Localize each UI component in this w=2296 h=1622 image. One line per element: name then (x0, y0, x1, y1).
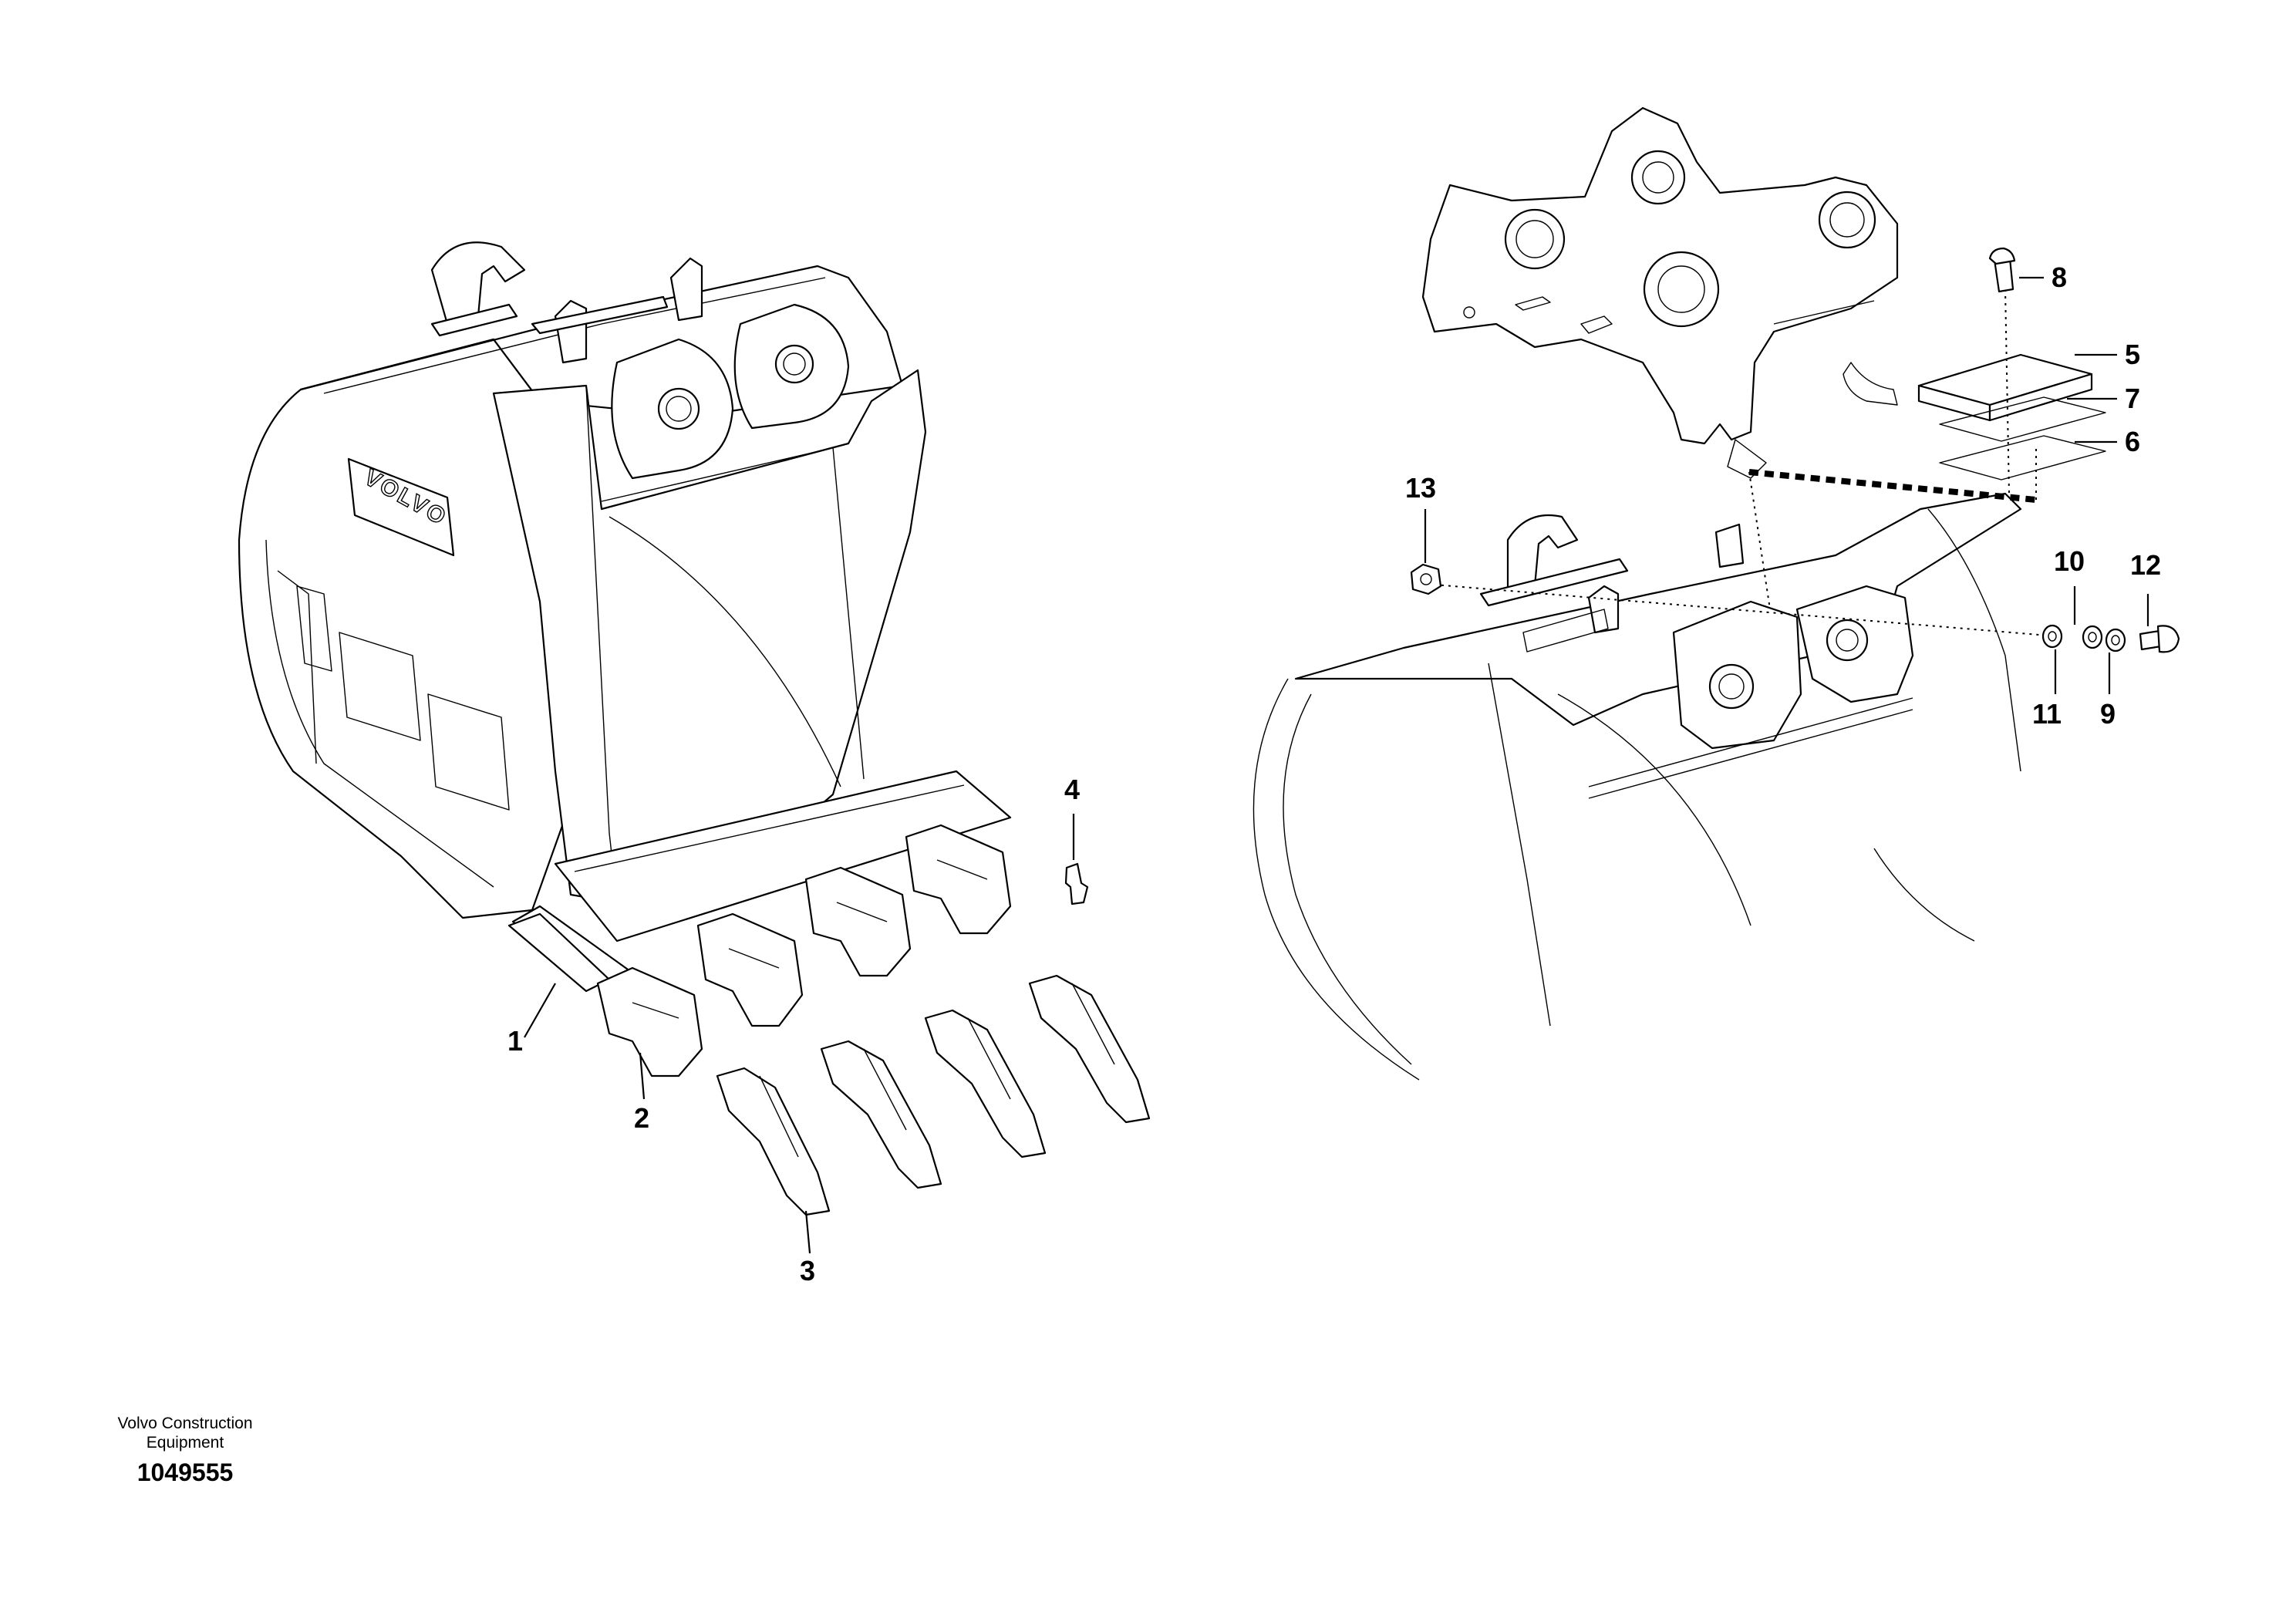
loose-teeth (716, 974, 1151, 1216)
callout-1: 1 (507, 1025, 523, 1057)
callout-11: 11 (2032, 698, 2062, 730)
quick-coupler (1421, 106, 1899, 479)
shim-stack (1917, 288, 2106, 494)
leader-lines-right (1424, 276, 2149, 694)
drawing-caption: Volvo Construction Equipment 1049555 (117, 1415, 252, 1486)
caption-line-1: Volvo Construction (117, 1415, 252, 1432)
callout-10: 10 (2054, 545, 2085, 577)
callout-13: 13 (1405, 472, 1436, 504)
adapters-on-bucket (596, 824, 1012, 1077)
callout-8: 8 (2052, 261, 2067, 293)
washers-and-bolt (2041, 624, 2180, 653)
top-bolt (1988, 247, 2016, 293)
callout-9: 9 (2100, 698, 2116, 730)
assembly-lines (1434, 449, 2058, 637)
callout-3: 3 (800, 1255, 815, 1286)
callout-5: 5 (2125, 339, 2140, 370)
callout-labels: 1 2 3 4 5 6 7 8 9 10 11 12 13 (507, 261, 2161, 1286)
callout-2: 2 (634, 1102, 649, 1134)
nut (1410, 563, 1442, 595)
callout-4: 4 (1064, 774, 1080, 805)
bucket-assembly: VOLVO (238, 241, 1012, 1012)
leader-lines-left (524, 814, 1075, 1254)
callout-6: 6 (2125, 426, 2140, 457)
retainer-pin (1064, 862, 1089, 905)
callout-12: 12 (2130, 549, 2161, 581)
caption-line-2: Equipment (147, 1434, 224, 1452)
drawing-number: 1049555 (137, 1458, 234, 1486)
callout-7: 7 (2125, 383, 2140, 414)
bucket-detail (1253, 492, 2022, 1081)
